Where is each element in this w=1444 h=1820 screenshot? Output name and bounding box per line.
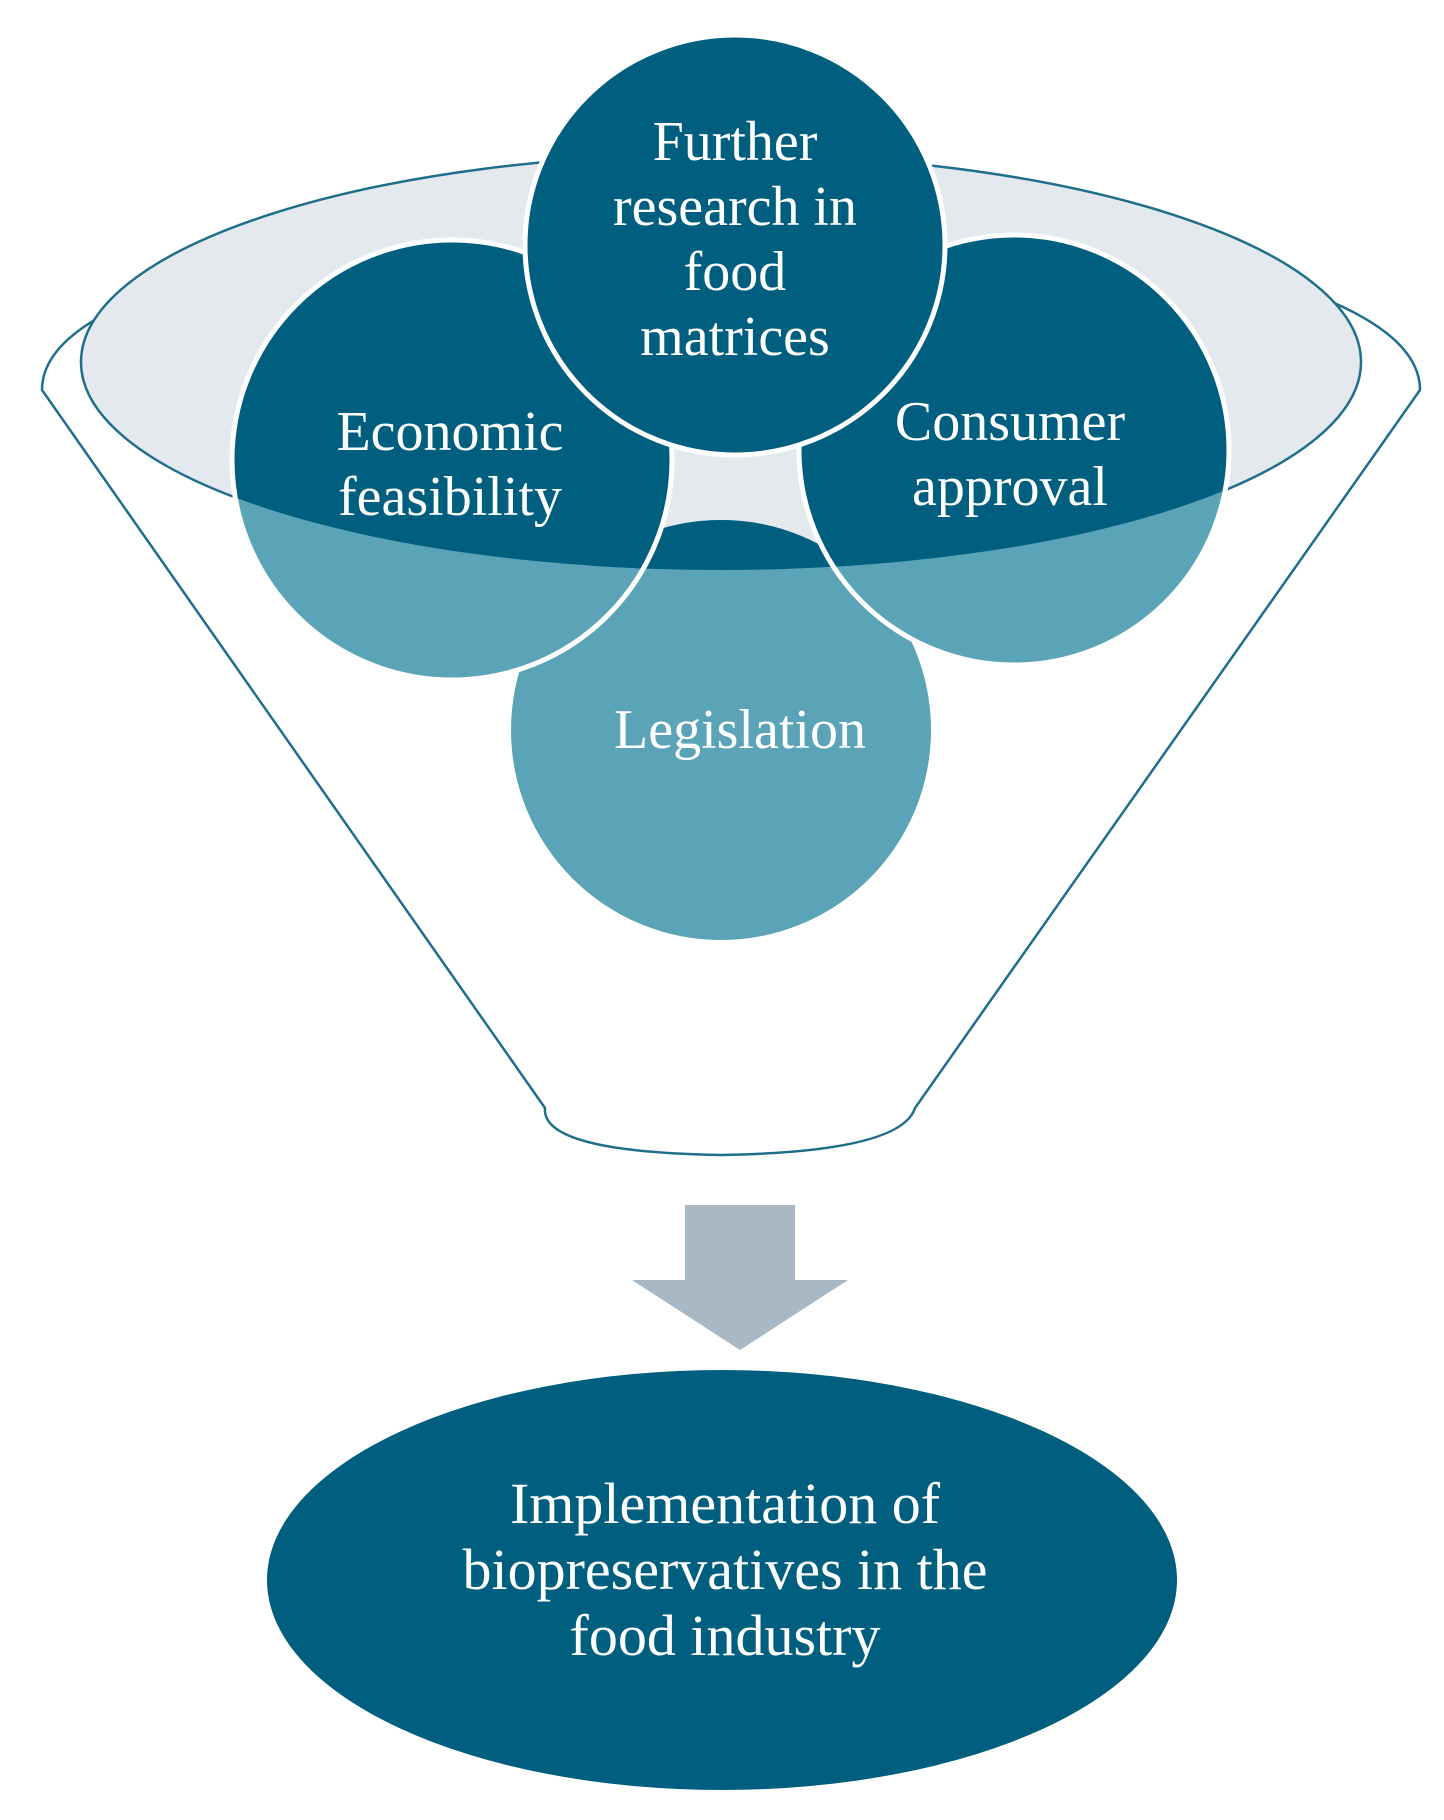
legislation-label: Legislation	[560, 680, 920, 780]
result-label: Implementation of biopreservatives in th…	[380, 1440, 1070, 1700]
legislation-circle	[511, 520, 931, 940]
result-line-3: food industry	[569, 1603, 881, 1669]
result-ellipse	[267, 1370, 1177, 1790]
further-research-line-4: matrices	[640, 305, 830, 368]
down-arrow	[632, 1205, 848, 1350]
economic-feasibility-line-1: Economic	[336, 401, 564, 464]
result-line-2: biopreservatives in the	[462, 1536, 988, 1602]
further-research-line-1: Further	[652, 111, 818, 174]
further-research-line-3: food	[683, 241, 787, 303]
further-research-label: Further research in food matrices	[555, 105, 915, 375]
further-research-line-2: research in	[612, 176, 858, 239]
result-line-1: Implementation of	[509, 1470, 941, 1536]
consumer-approval-label: Consumer approval	[830, 380, 1190, 530]
circle-separators	[229, 232, 1232, 683]
economic-feasibility-label: Economic feasibility	[270, 390, 630, 540]
legislation-line-1: Legislation	[614, 698, 866, 761]
economic-feasibility-line-2: feasibility	[338, 466, 562, 528]
consumer-approval-line-2: approval	[912, 456, 1108, 518]
further-research-circle	[522, 32, 948, 458]
consumer-approval-line-1: Consumer	[894, 391, 1126, 454]
